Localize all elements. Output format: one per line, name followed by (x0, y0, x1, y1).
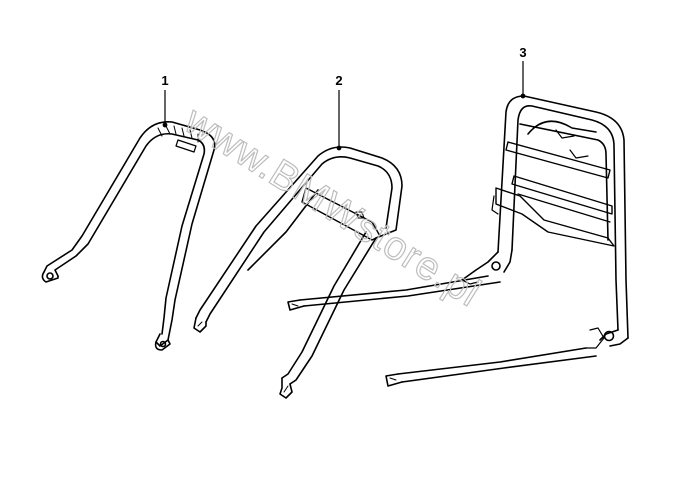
callouts (162, 61, 526, 151)
callout-3-label: 3 (519, 45, 526, 60)
callout-1-dot (162, 122, 168, 128)
watermark: www.BMWstore.pl (176, 97, 489, 316)
part-3-luggage-rack (287, 95, 629, 387)
watermark-text: www.BMWstore.pl (176, 98, 488, 316)
part-2-grab-handle (193, 146, 403, 399)
callout-1-label: 1 (161, 73, 168, 88)
callout-2-label: 2 (335, 73, 342, 88)
callout-3-dot (520, 93, 526, 99)
callout-2-dot (336, 145, 342, 151)
part-1-rear-bar (41, 121, 216, 351)
